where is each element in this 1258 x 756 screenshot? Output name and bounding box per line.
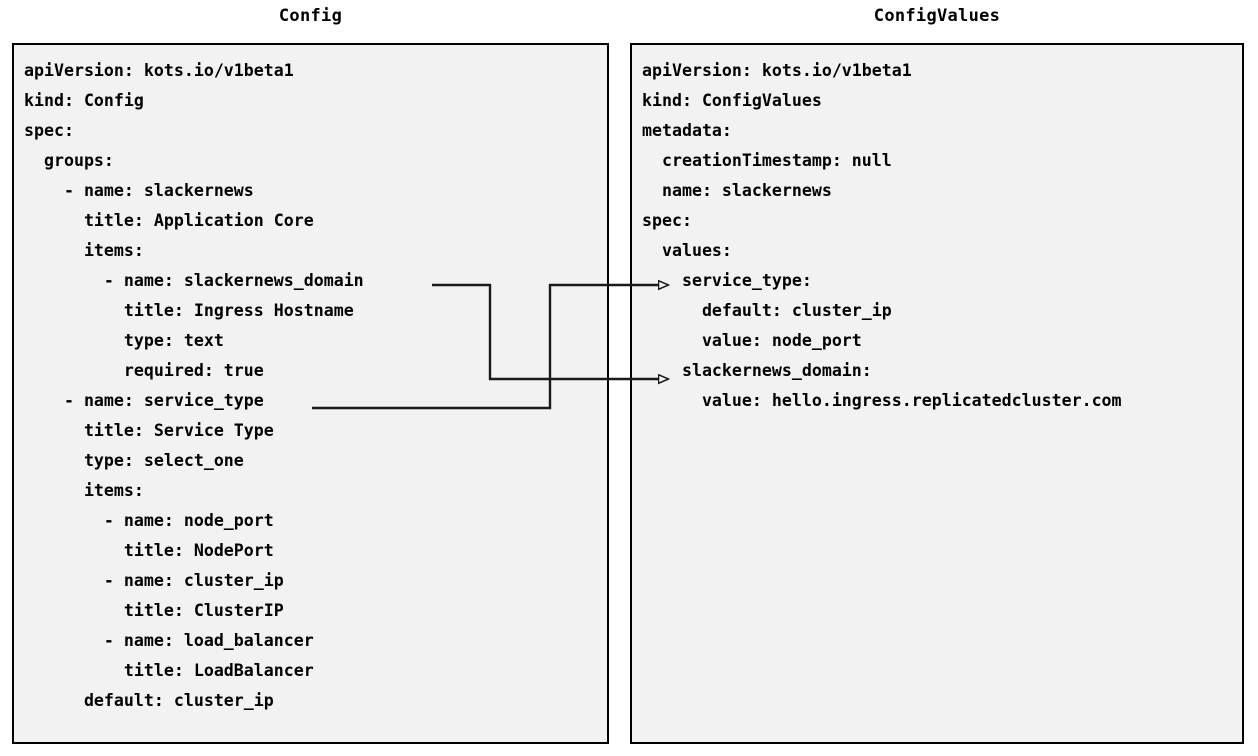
config-yaml-line: default: cluster_ip [24,691,274,710]
config-yaml-line: - name: cluster_ip [24,571,284,590]
config-yaml-line: - name: service_type [24,391,264,410]
config-yaml-line: spec: [24,121,74,140]
configvalues-yaml-line: service_type: [642,271,812,290]
configvalues-yaml-line: spec: [642,211,692,230]
config-yaml-line: title: Application Core [24,211,314,230]
config-yaml-panel: apiVersion: kots.io/v1beta1 kind: Config s… [12,43,609,744]
configvalues-panel-title: ConfigValues [873,6,1001,26]
config-yaml-line: - name: node_port [24,511,274,530]
config-yaml-line: items: [24,241,144,260]
config-yaml-line: items: [24,481,144,500]
config-yaml-line: title: Ingress Hostname [24,301,354,320]
config-yaml-line: title: Service Type [24,421,274,440]
configvalues-yaml-panel: apiVersion: kots.io/v1beta1 kind: ConfigV… [630,43,1244,744]
configvalues-yaml-line: value: node_port [642,331,862,350]
configvalues-yaml-line: name: slackernews [642,181,832,200]
config-yaml-line: title: LoadBalancer [24,661,314,680]
config-yaml-line: apiVersion: kots.io/v1beta1 [24,61,294,80]
config-yaml-line: - name: slackernews [24,181,254,200]
config-panel-title: Config [278,6,343,26]
configvalues-yaml-line: creationTimestamp: null [642,151,892,170]
configvalues-yaml-line: slackernews_domain: [642,361,872,380]
configvalues-yaml-line: default: cluster_ip [642,301,892,320]
config-yaml-line: title: ClusterIP [24,601,284,620]
configvalues-yaml-body: apiVersion: kots.io/v1beta1 kind: ConfigV… [642,56,1242,416]
config-yaml-line: title: NodePort [24,541,274,560]
configvalues-yaml-line: apiVersion: kots.io/v1beta1 [642,61,912,80]
config-yaml-line: required: true [24,361,264,380]
config-yaml-line: type: text [24,331,224,350]
config-yaml-line: groups: [24,151,114,170]
config-yaml-line: - name: load_balancer [24,631,314,650]
config-yaml-body: apiVersion: kots.io/v1beta1 kind: Config s… [24,56,607,716]
config-yaml-line: kind: Config [24,91,144,110]
configvalues-yaml-line: kind: ConfigValues [642,91,822,110]
config-yaml-line: type: select_one [24,451,244,470]
configvalues-yaml-line: values: [642,241,732,260]
configvalues-yaml-line: metadata: [642,121,732,140]
config-yaml-line: - name: slackernews_domain [24,271,364,290]
configvalues-yaml-line: value: hello.ingress.replicatedcluster.c… [642,391,1122,410]
